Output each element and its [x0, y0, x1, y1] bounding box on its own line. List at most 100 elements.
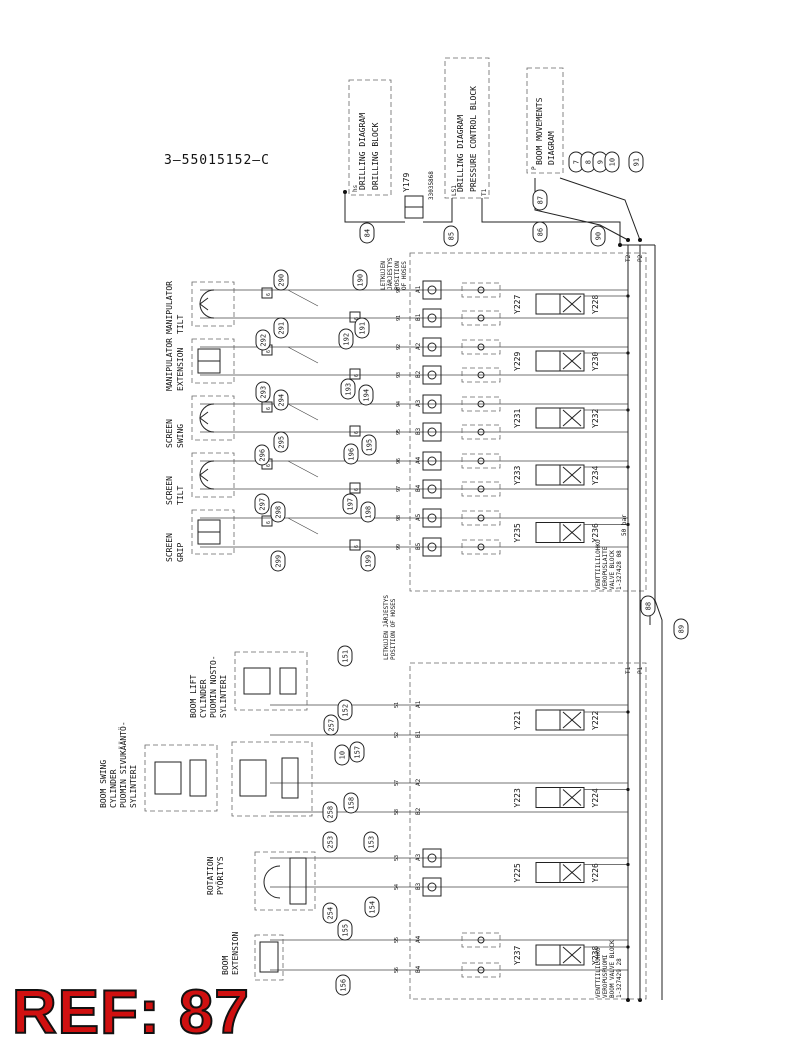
bubble-shape	[628, 151, 644, 173]
bubble-number: 199	[365, 555, 373, 568]
bubble-number: 258	[327, 806, 335, 819]
relief-valve-icon	[461, 962, 501, 978]
check-ball-icon	[427, 853, 437, 863]
bubble-shape	[338, 328, 354, 350]
bubble-shape	[532, 221, 548, 243]
bottom-port-label: B1	[415, 730, 422, 738]
check-valve-icon	[422, 508, 442, 528]
relief-ball-icon	[477, 485, 485, 493]
bubble-shape	[322, 831, 338, 853]
drilling-block-line1: DRILLING DIAGRAM	[358, 113, 367, 190]
reference-bubble: 155	[337, 919, 353, 941]
directional-valve-icon	[535, 350, 561, 372]
bubble-shape	[343, 792, 359, 814]
directional-valve-icon	[535, 293, 561, 315]
actuator-box	[191, 338, 235, 384]
valve-arrow-icon	[562, 711, 582, 729]
hose-marker	[349, 539, 361, 551]
solenoid-label: Y234	[591, 466, 600, 485]
hose-marker	[261, 401, 273, 413]
actuator-label: MANIPULATOR	[165, 281, 174, 334]
bubble-number: 85	[448, 232, 456, 240]
reference-bubble: 10	[604, 151, 620, 173]
solenoid-label: Y230	[591, 352, 600, 371]
hose-marker	[349, 482, 361, 494]
check-valve-icon	[422, 479, 442, 499]
cylinder-icon	[154, 761, 182, 795]
relief-ball-icon	[477, 543, 485, 551]
motor-arrow-icon	[199, 297, 209, 311]
reference-bubble: 89	[673, 618, 689, 640]
valve-icon	[279, 667, 297, 695]
bubble-shape	[273, 317, 289, 339]
check-ball-icon	[427, 313, 437, 323]
svg-text:OF HOSES: OF HOSES	[401, 261, 408, 290]
hose-marker-label: 6	[354, 545, 360, 548]
reference-bubble: 253	[322, 831, 338, 853]
bottom-port-number: 54	[394, 884, 400, 890]
bubble-shape	[270, 501, 286, 523]
bubble-number: 9	[597, 160, 605, 164]
bubble-number: 151	[342, 650, 350, 663]
junction-dot	[626, 710, 630, 714]
actuator-label: MANIPULATOR	[165, 338, 174, 391]
bubble-shape	[273, 269, 289, 291]
bubble-number: 196	[348, 448, 356, 461]
relief-valve-icon	[461, 932, 501, 948]
actuator-label: BOOM	[221, 956, 230, 975]
motor-arrow-icon	[199, 411, 209, 425]
bubble-number: 154	[369, 901, 377, 914]
bubble-number: 157	[354, 746, 362, 759]
actuator-label: EXTENSION	[231, 931, 240, 975]
bubble-shape	[349, 741, 365, 763]
relief-ball-icon	[477, 286, 485, 294]
hose-marker	[349, 311, 361, 323]
boom-movements-line2: DIAGRAM	[547, 131, 556, 165]
pressure-control-box: DRILLING DIAGRAM PRESSURE CONTROL BLOCK	[444, 57, 490, 199]
directional-valve-icon	[535, 944, 561, 966]
reference-bubble: 85	[443, 225, 459, 247]
hose-marker-label: 6	[354, 431, 360, 434]
bottom-port-number: 58	[394, 809, 400, 815]
bubble-shape	[363, 831, 379, 853]
inter-block-lines	[626, 245, 663, 1002]
bubble-shape	[337, 645, 353, 667]
valve-arrow-icon	[562, 864, 582, 881]
ref-label: REF: 87	[11, 978, 250, 1047]
hose-marker-label: 6	[266, 350, 272, 353]
hose-marker	[349, 425, 361, 437]
solenoid-label: Y222	[591, 711, 600, 730]
actuator-box	[191, 509, 235, 555]
reference-bubble: 152	[337, 699, 353, 721]
top-port-label: A5	[415, 513, 422, 521]
bubble-number: 10	[609, 158, 617, 166]
bubble-number: 153	[368, 836, 376, 849]
pressure-control-line1: DRILLING DIAGRAM	[456, 115, 465, 192]
bubble-number: 294	[278, 394, 286, 407]
actuator-label: BOOM SWING	[99, 760, 108, 808]
bubble-number: 10	[339, 751, 347, 759]
relief-ball-icon	[477, 936, 485, 944]
bubble-number: 8	[585, 160, 593, 164]
actuator-label: SCREEN	[165, 533, 174, 562]
bubble-shape	[532, 189, 548, 211]
actuator-label: SYLINTERI	[129, 764, 138, 808]
bottom-port-number: 52	[394, 732, 400, 738]
solenoid-label: Y231	[513, 409, 522, 428]
hose-marker-label: 6	[266, 293, 272, 296]
reference-bubble: 257	[323, 714, 339, 736]
bubble-number: 194	[363, 389, 371, 402]
cylinder-icon	[243, 667, 271, 695]
bubble-number: 152	[342, 704, 350, 717]
motor-arrow-icon	[199, 468, 209, 482]
reference-bubble: 291	[273, 317, 289, 339]
y179-valve: Y179 33035868 LS1 T1 hs P	[352, 166, 538, 219]
bubble-shape	[323, 714, 339, 736]
pressure-note: 50 bar	[621, 514, 628, 536]
reference-bubble: 258	[322, 801, 338, 823]
relief-ball-icon	[477, 343, 485, 351]
directional-valve-icon	[535, 407, 561, 429]
bubble-number: 155	[342, 924, 350, 937]
top-port-number: 93	[396, 372, 402, 378]
